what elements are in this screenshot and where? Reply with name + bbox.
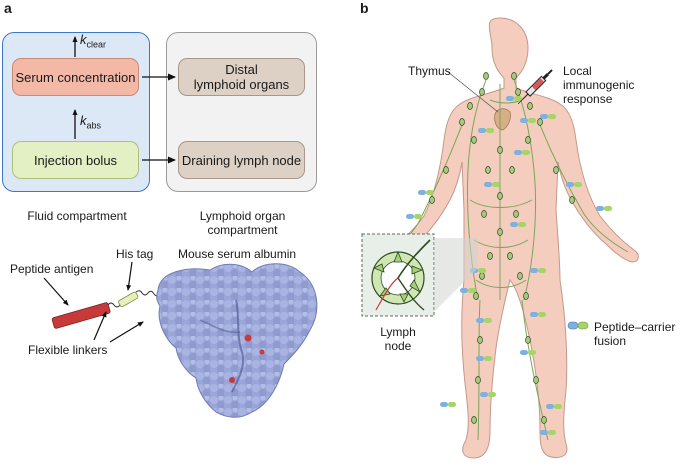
his-tag-shape	[118, 291, 139, 308]
fusion-capsule	[418, 190, 434, 195]
lymph-node-inset	[361, 233, 478, 317]
fusion-capsule	[520, 350, 536, 355]
fusion-capsule	[530, 268, 546, 273]
legend-fusion-capsule	[567, 321, 589, 330]
draining-lymph-node-box: Draining lymph node	[178, 141, 305, 179]
fusion-capsule	[478, 128, 494, 133]
injection-bolus-label: Injection bolus	[33, 152, 118, 168]
serum-concentration-label: Serum concentration	[15, 69, 136, 85]
local-response-line1: Local	[563, 64, 592, 78]
linker-arrow-right	[109, 321, 144, 343]
albumin-structure	[156, 263, 318, 418]
injection-bolus-box: Injection bolus	[12, 141, 139, 179]
thymus-pointer	[447, 71, 499, 113]
panel-b-letter: b	[360, 0, 369, 16]
syringe-icon	[517, 69, 553, 105]
fusion-capsule	[480, 392, 496, 397]
fusion-capsule	[510, 222, 526, 227]
fusion-capsule	[406, 214, 422, 219]
mouse-serum-albumin-label: Mouse serum albumin	[178, 247, 297, 261]
local-response-line3: response	[563, 92, 613, 106]
distal-label-line2: lymphoid organs	[193, 77, 290, 92]
serum-concentration-box: Serum concentration	[12, 58, 139, 96]
albumin-surface	[156, 263, 318, 418]
peptide-antigen-bar	[51, 302, 111, 329]
fusion-capsule	[506, 96, 522, 101]
fusion-capsule	[514, 150, 530, 155]
flexible-linker-2	[135, 290, 161, 297]
albumin-cleft	[231, 299, 244, 393]
albumin-red-spot-1	[244, 334, 252, 342]
lymph-node-label-line1: Lymph	[380, 325, 416, 339]
panel-a-letter: a	[4, 0, 12, 16]
fusion-capsule	[476, 318, 492, 323]
flexible-linker-1	[107, 302, 121, 308]
fusion-capsules	[406, 96, 612, 435]
distal-lymphoid-organs-box: Distal lymphoid organs	[178, 58, 305, 96]
albumin-red-spot-3	[259, 349, 265, 355]
flexible-linkers-label: Flexible linkers	[28, 343, 108, 357]
fusion-capsule	[540, 430, 556, 435]
fusion-legend-line2: fusion	[594, 334, 627, 348]
lymphoid-compartment-caption-line1: Lymphoid organ	[199, 209, 286, 223]
fusion-capsule	[520, 118, 536, 123]
thymus-organ	[494, 108, 511, 131]
fusion-capsule	[566, 182, 582, 187]
k-abs-label: kabs	[80, 113, 102, 131]
fusion-capsule	[530, 312, 546, 317]
fusion-legend-line1: Peptide–carrier	[594, 320, 676, 334]
peptide-antigen-arrow	[43, 277, 69, 306]
his-tag-label: His tag	[116, 247, 154, 261]
fusion-capsule	[440, 402, 456, 407]
fluid-compartment-caption: Fluid compartment	[27, 209, 127, 223]
construct-arrows	[43, 261, 144, 343]
albumin-groove	[199, 319, 241, 334]
fusion-capsule	[484, 182, 500, 187]
lymph-node-label-line2: node	[384, 339, 412, 353]
fusion-capsule	[596, 206, 612, 211]
fusion-capsule	[546, 404, 562, 409]
thymus-label: Thymus	[408, 64, 451, 78]
albumin-red-spot-2	[229, 377, 235, 383]
lymph-node-dots	[429, 72, 575, 424]
linker-arrow-left	[93, 311, 107, 341]
peptide-antigen-label: Peptide antigen	[10, 262, 94, 276]
peptide-construct	[51, 290, 161, 329]
distal-label-line1: Distal	[225, 62, 258, 77]
panel-a-arrows	[72, 36, 176, 164]
k-clear-label: kclear	[80, 32, 107, 50]
fusion-capsule	[476, 356, 492, 361]
lymphoid-compartment-caption-line2: compartment	[207, 223, 278, 237]
draining-lymph-node-label: Draining lymph node	[181, 152, 302, 168]
fusion-capsule	[540, 114, 556, 119]
his-tag-arrow	[126, 261, 133, 291]
local-response-line2: immunogenic	[563, 78, 635, 92]
fusion-capsule	[460, 288, 476, 293]
